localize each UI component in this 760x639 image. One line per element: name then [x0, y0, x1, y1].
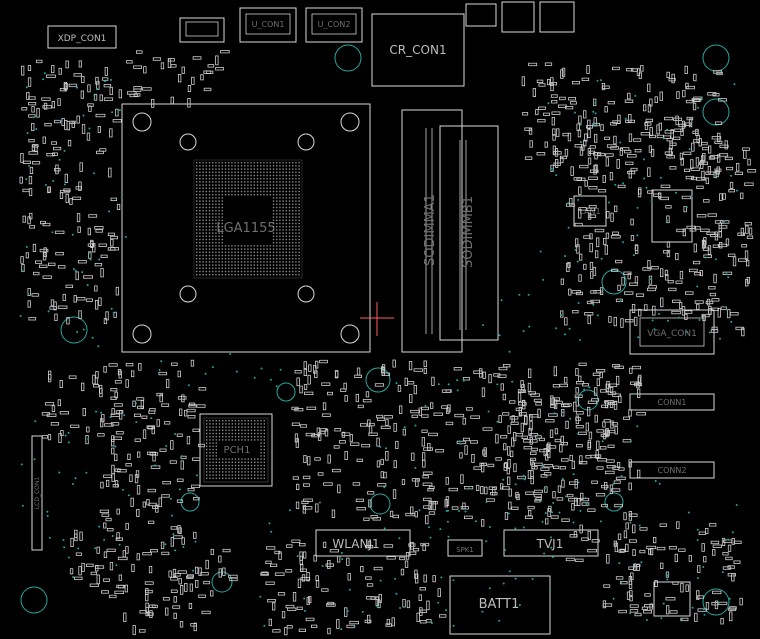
speaker-connector-label: SPK1 [456, 546, 474, 554]
rj45-jack [651, 189, 693, 243]
connector-1[interactable]: CONN1 [629, 393, 715, 411]
sodimm-slot-b[interactable]: SODIMMB1 [439, 125, 499, 341]
lcd-connector-label: LCD_CON1 [34, 477, 41, 510]
usb-connector-2-label: U_CON2 [318, 20, 351, 29]
lcd-connector[interactable]: LCD_CON1 [31, 435, 43, 551]
usb-connector-1[interactable]: U_CON1 [239, 7, 297, 43]
usb-connector-2[interactable]: U_CON2 [305, 7, 363, 43]
battery-connector[interactable]: BATT1 [449, 575, 551, 635]
connector-1-label: CONN1 [658, 398, 687, 407]
connector-2-label: CONN2 [658, 466, 687, 475]
speaker-connector[interactable]: SPK1 [447, 539, 483, 557]
cpu-socket-label: LGA1155 [216, 221, 275, 236]
mounting-holes [20, 44, 730, 616]
connector-2[interactable]: CONN2 [629, 461, 715, 479]
card-reader-connector[interactable]: CR_CON1 [371, 13, 465, 87]
pch-chip[interactable]: PCH1 [199, 413, 273, 487]
bottom-right-connector [653, 581, 691, 617]
cpu-socket[interactable]: LGA1155 [121, 103, 371, 353]
crosshair-cursor [360, 302, 394, 336]
tv-connector[interactable]: TVJ1 [503, 529, 599, 557]
small-components [19, 50, 757, 636]
battery-connector-label: BATT1 [479, 597, 520, 612]
lan-chip-label: LAN1 [579, 207, 600, 216]
vga-connector-label: VGA_CON1 [647, 329, 697, 339]
pch-ball-grid [203, 417, 269, 483]
top-right-ports [465, 1, 575, 33]
sodimm-b-label: SODIMMB1 [461, 196, 476, 268]
wlan-connector[interactable]: WLANJ1 [315, 529, 411, 557]
card-reader-label: CR_CON1 [389, 43, 446, 57]
pch-label: PCH1 [224, 445, 251, 456]
wlan-connector-label: WLANJ1 [332, 537, 379, 551]
tv-connector-label: TVJ1 [536, 537, 564, 551]
lan-chip[interactable]: LAN1 [573, 195, 607, 227]
sodimm-slot-a[interactable]: SODIMMA1 [401, 109, 463, 353]
xdp-connector[interactable]: XDP_CON1 [47, 25, 117, 49]
xdp-connector-label: XDP_CON1 [58, 34, 107, 44]
usb-connector-1-label: U_CON1 [252, 20, 285, 29]
sodimm-a-label: SODIMMA1 [423, 194, 438, 266]
cpu-ball-grid [193, 159, 303, 279]
vias [19, 72, 738, 631]
small-top-connector [179, 17, 225, 43]
